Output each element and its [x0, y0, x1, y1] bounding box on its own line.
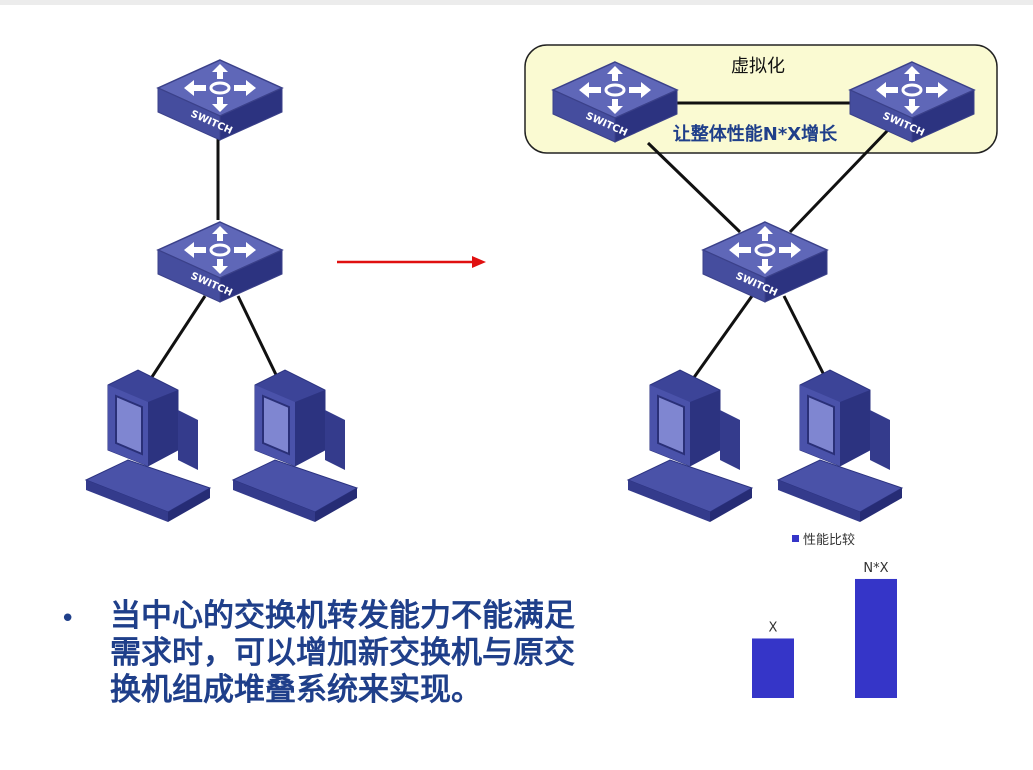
top-rule: [0, 0, 1033, 5]
virtualization-label: 虚拟化: [731, 56, 785, 77]
right-link-pc2: [782, 295, 830, 384]
left-computer-2-icon: [232, 369, 358, 523]
bar-label-1: N*X: [863, 561, 888, 576]
right-uplink-left: [646, 141, 742, 234]
chart-legend: 性能比较: [792, 529, 855, 548]
right-computer-2-icon: [777, 369, 903, 523]
bullet-text: 当中心的交换机转发能力不能满足需求时，可以增加新交换机与原交换机组成堆叠系统来实…: [110, 598, 575, 708]
bar-1: [855, 578, 897, 698]
right-computer-1-icon: [627, 369, 753, 523]
left-computer-1-icon: [85, 369, 211, 523]
legend-swatch: [792, 535, 799, 542]
left-top-switch-icon: SWITCH: [156, 58, 284, 142]
performance-caption: 让整体性能N*X增长: [673, 123, 838, 145]
bar-label-0: X: [769, 620, 778, 635]
transition-arrow: [337, 256, 486, 268]
bar-0: [752, 638, 794, 698]
right-link-pc1: [688, 295, 754, 384]
performance-chart: X N*X: [752, 561, 897, 698]
left-link-pc1: [146, 295, 207, 384]
legend-label: 性能比较: [803, 533, 856, 548]
left-middle-switch-icon: SWITCH: [156, 220, 284, 304]
right-uplink-right: [788, 128, 890, 234]
right-core-switch-icon: SWITCH: [701, 220, 829, 304]
bullet-marker: •: [60, 604, 76, 634]
left-link-pc2: [236, 295, 282, 384]
